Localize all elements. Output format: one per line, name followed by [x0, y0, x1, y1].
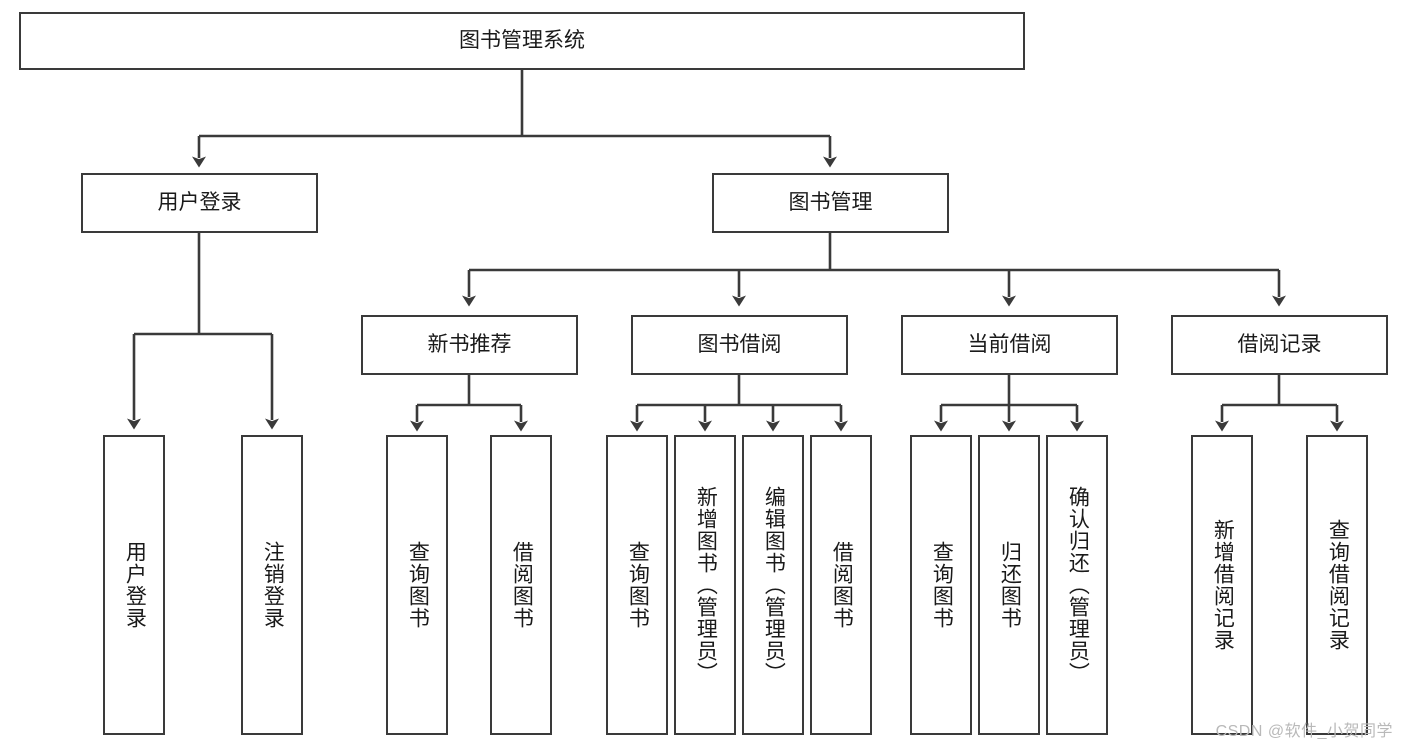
- node-leaf-query-book-2[interactable]: 查询图书: [606, 435, 668, 735]
- node-book-manage-label: 图书管理: [788, 190, 873, 214]
- node-leaf-query-book-3[interactable]: 查询图书: [910, 435, 972, 735]
- node-leaf-query-book-2-label: 查询图书: [626, 541, 650, 629]
- node-leaf-query-record[interactable]: 查询借阅记录: [1306, 435, 1368, 735]
- node-current-borrow-label: 当前借阅: [967, 332, 1052, 356]
- node-new-book-rec[interactable]: 新书推荐: [361, 315, 578, 375]
- node-leaf-add-book[interactable]: 新增图书（管理员）: [674, 435, 736, 735]
- node-book-borrow-label: 图书借阅: [697, 332, 782, 356]
- node-book-manage[interactable]: 图书管理: [712, 173, 949, 233]
- node-borrow-record[interactable]: 借阅记录: [1171, 315, 1388, 375]
- node-leaf-borrow-book-2-label: 借阅图书: [830, 541, 854, 629]
- node-leaf-edit-book-label: 编辑图书（管理员）: [762, 486, 786, 684]
- node-leaf-query-record-label: 查询借阅记录: [1326, 519, 1350, 651]
- node-leaf-edit-book[interactable]: 编辑图书（管理员）: [742, 435, 804, 735]
- node-root[interactable]: 图书管理系统: [19, 12, 1025, 70]
- node-leaf-query-book-1[interactable]: 查询图书: [386, 435, 448, 735]
- node-leaf-borrow-book-1[interactable]: 借阅图书: [490, 435, 552, 735]
- node-leaf-confirm-return[interactable]: 确认归还（管理员）: [1046, 435, 1108, 735]
- node-leaf-logout[interactable]: 注销登录: [241, 435, 303, 735]
- node-leaf-add-book-label: 新增图书（管理员）: [694, 486, 718, 684]
- node-leaf-return-book[interactable]: 归还图书: [978, 435, 1040, 735]
- node-user-login[interactable]: 用户登录: [81, 173, 318, 233]
- node-leaf-confirm-return-label: 确认归还（管理员）: [1066, 486, 1090, 684]
- node-leaf-add-record[interactable]: 新增借阅记录: [1191, 435, 1253, 735]
- csdn-watermark: CSDN @软件_小贺同学: [1215, 723, 1393, 740]
- node-leaf-query-book-1-label: 查询图书: [406, 541, 430, 629]
- node-current-borrow[interactable]: 当前借阅: [901, 315, 1118, 375]
- node-leaf-borrow-book-1-label: 借阅图书: [510, 541, 534, 629]
- node-leaf-user-login[interactable]: 用户登录: [103, 435, 165, 735]
- node-book-borrow[interactable]: 图书借阅: [631, 315, 848, 375]
- node-leaf-logout-label: 注销登录: [261, 541, 285, 629]
- node-leaf-query-book-3-label: 查询图书: [930, 541, 954, 629]
- node-new-book-rec-label: 新书推荐: [427, 332, 512, 356]
- node-user-login-label: 用户登录: [157, 190, 242, 214]
- node-borrow-record-label: 借阅记录: [1237, 332, 1322, 356]
- node-leaf-add-record-label: 新增借阅记录: [1211, 519, 1235, 651]
- node-leaf-user-login-label: 用户登录: [123, 541, 147, 629]
- node-leaf-return-book-label: 归还图书: [998, 541, 1022, 629]
- node-root-label: 图书管理系统: [459, 28, 585, 52]
- node-leaf-borrow-book-2[interactable]: 借阅图书: [810, 435, 872, 735]
